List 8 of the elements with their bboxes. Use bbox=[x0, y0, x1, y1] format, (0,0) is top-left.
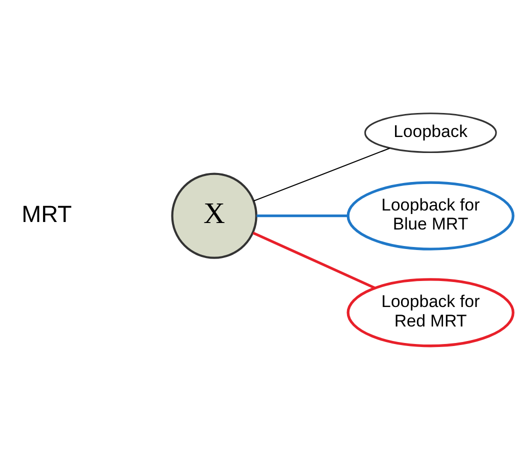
node-ellipse: Loopback bbox=[364, 112, 497, 154]
connector bbox=[256, 214, 348, 218]
node-ellipse: Loopback for Red MRT bbox=[346, 278, 514, 348]
label: MRT bbox=[22, 200, 72, 227]
connector bbox=[252, 232, 376, 290]
connector bbox=[253, 148, 390, 202]
node-ellipse: Loopback for Blue MRT bbox=[346, 181, 514, 250]
node-circle: X bbox=[171, 172, 258, 259]
